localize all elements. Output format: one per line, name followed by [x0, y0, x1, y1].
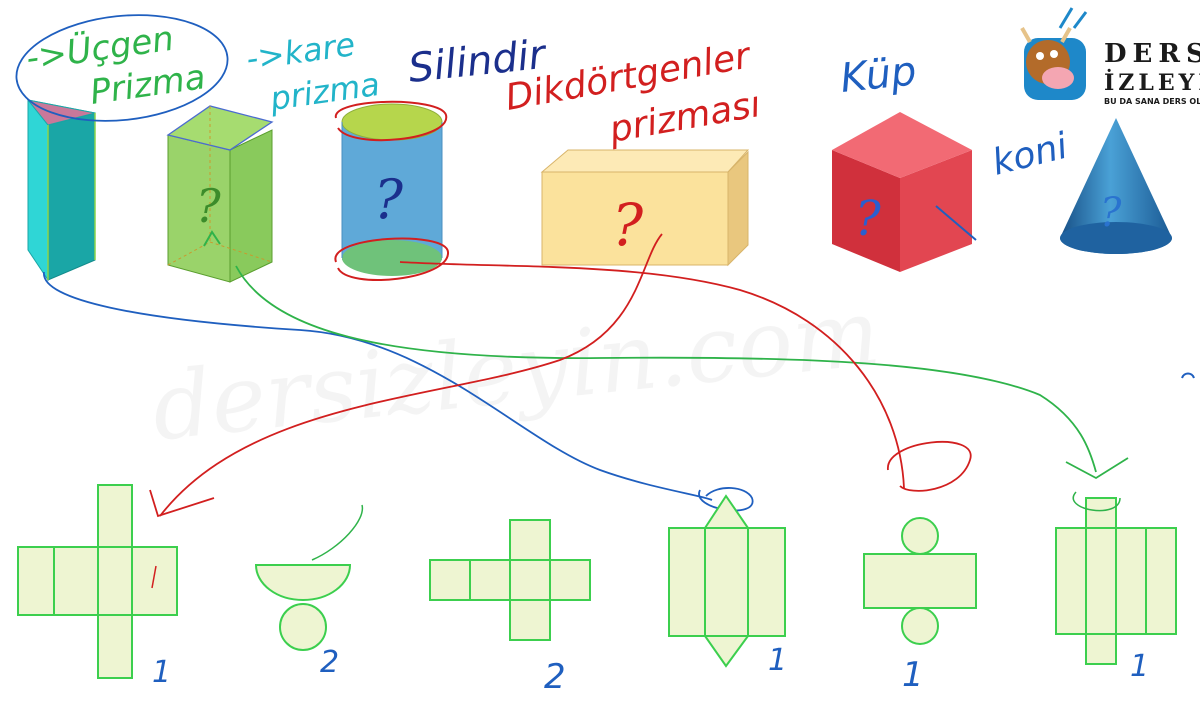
net-cone [254, 504, 364, 651]
connector-curves [43, 233, 1129, 518]
cube: ? [832, 112, 977, 272]
cone-question-mark: ? [1100, 190, 1122, 236]
watermark: dersizleyin.com [147, 279, 885, 462]
square-prism-question-mark: ? [196, 179, 221, 233]
rectangular-prism-question-mark: ? [612, 191, 644, 259]
cube-question-mark: ? [855, 191, 881, 247]
connector-red-cylinder [399, 261, 905, 489]
connector-green [235, 265, 1097, 473]
net-cube [429, 519, 591, 641]
square-prism: ? [166, 105, 274, 283]
net-mark: 1 [1130, 649, 1149, 684]
connector-blue [43, 271, 713, 501]
logo: DERS İZLEYİN BU DA SANA DERS OLSUN [1020, 7, 1200, 106]
cylinder-question-mark: ? [374, 168, 404, 231]
cylinder: ? [334, 100, 450, 281]
net-mark: 1 [768, 643, 787, 678]
connector-red-rectangular [159, 233, 663, 517]
net-mark: 2 [320, 645, 339, 680]
cone: ? [1060, 118, 1172, 254]
net-mark: 2 [544, 657, 566, 697]
net-rectangular-prism [17, 484, 178, 679]
net-marks: 1 2 2 1 1 1 [152, 643, 1149, 697]
label-cube: Küp [838, 48, 918, 102]
net-mark: 1 [902, 655, 924, 695]
logo-tagline: BU DA SANA DERS OLSUN [1104, 97, 1200, 106]
rectangular-prism: ? [540, 149, 750, 267]
logo-title-line1: DERS [1104, 39, 1200, 69]
label-cone: koni [988, 126, 1071, 184]
triangular-prism [26, 99, 96, 282]
net-square-prism [1055, 491, 1177, 665]
net-triangular-prism [668, 494, 786, 668]
net-mark: 1 [152, 655, 171, 690]
net-cylinder [863, 517, 977, 645]
logo-title-line2: İZLEYİN [1104, 68, 1200, 96]
